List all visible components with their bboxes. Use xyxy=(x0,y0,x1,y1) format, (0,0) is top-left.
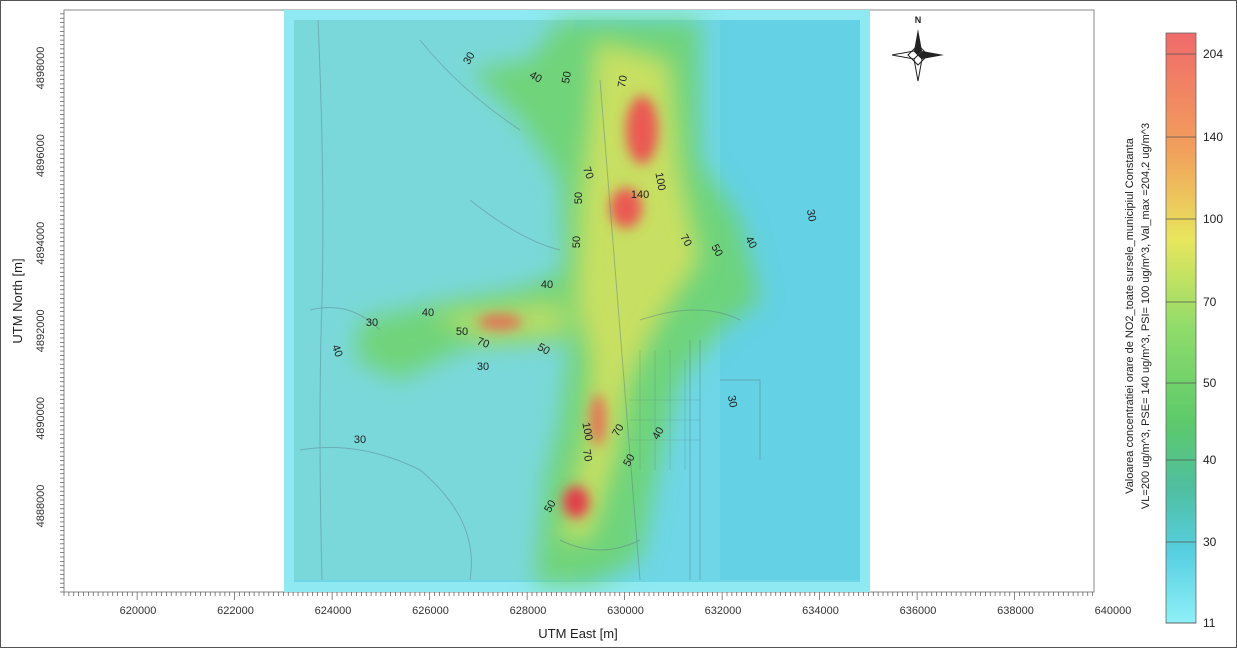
y-tick-label: 4898000 xyxy=(35,47,47,90)
contour-label: 50 xyxy=(560,70,574,84)
contour-label: 40 xyxy=(541,279,553,291)
y-tick-label: 4890000 xyxy=(35,397,47,440)
contour-label: 40 xyxy=(329,343,344,359)
y-tick-label: 4896000 xyxy=(35,134,47,177)
contour-label: 30 xyxy=(477,361,489,373)
colorbar xyxy=(1165,32,1197,624)
contour-label: 70 xyxy=(677,232,694,249)
colorbar-label: 204 xyxy=(1203,47,1223,61)
y-axis-ticks: 4888000 4890000 4892000 4894000 4896000 48980… xyxy=(35,13,64,593)
colorbar-title-line2: VL=200 ug/m^3, PSE= 140 ug/m^3, PSI= 100… xyxy=(1140,123,1152,509)
x-tick-label: 628000 xyxy=(510,605,547,617)
x-tick-label: 640000 xyxy=(1095,605,1132,617)
contour-label: 70 xyxy=(580,448,594,462)
x-axis-title: UTM East [m] xyxy=(538,626,617,641)
x-tick-label: 636000 xyxy=(900,605,937,617)
contour-label: 70 xyxy=(475,335,491,350)
contour-label: 50 xyxy=(456,326,468,338)
colorbar-label: 140 xyxy=(1203,130,1223,144)
x-tick-label: 638000 xyxy=(997,605,1034,617)
contour-label: 140 xyxy=(631,189,649,201)
concentration-raster xyxy=(284,10,870,592)
north-label: N xyxy=(915,15,922,25)
x-tick-label: 622000 xyxy=(217,605,254,617)
contour-label: 40 xyxy=(527,69,544,86)
colorbar-label: 100 xyxy=(1203,212,1223,226)
y-tick-label: 4892000 xyxy=(35,309,47,352)
x-axis-ticks: 620000 622000 624000 626000 628000 630000 6320… xyxy=(63,592,1132,617)
colorbar-title-line1: Valoarea concentratiei orare de NO2_toat… xyxy=(1124,137,1136,494)
colorbar-label: 40 xyxy=(1203,453,1217,467)
colorbar-ticks: 204 140 100 70 50 40 30 11 xyxy=(1166,47,1223,630)
x-tick-label: 634000 xyxy=(802,605,839,617)
contour-label: 30 xyxy=(725,394,739,408)
contour-label: 30 xyxy=(366,317,378,329)
contour-label: 100 xyxy=(579,421,594,441)
contour-label: 50 xyxy=(535,341,552,358)
x-tick-label: 620000 xyxy=(120,605,157,617)
contour-label: 40 xyxy=(422,307,434,319)
x-tick-label: 626000 xyxy=(412,605,449,617)
contour-label: 50 xyxy=(571,236,583,248)
contour-label: 70 xyxy=(580,165,595,181)
contour-label: 30 xyxy=(461,50,478,67)
contour-label: 70 xyxy=(616,74,630,88)
colorbar-label: 50 xyxy=(1203,376,1217,390)
y-axis-title: UTM North [m] xyxy=(10,258,25,343)
colorbar-label: 70 xyxy=(1203,295,1217,309)
x-tick-label: 624000 xyxy=(315,605,352,617)
x-tick-label: 632000 xyxy=(705,605,742,617)
colorbar-label: 30 xyxy=(1203,535,1217,549)
colorbar-label: 11 xyxy=(1203,616,1216,630)
contour-label: 30 xyxy=(354,434,366,446)
contour-label: 70 xyxy=(610,422,627,439)
contour-label: 100 xyxy=(652,171,667,191)
contour-label: 50 xyxy=(621,452,638,469)
x-tick-label: 630000 xyxy=(607,605,644,617)
y-tick-label: 4894000 xyxy=(35,222,47,265)
contour-label: 50 xyxy=(708,242,725,259)
north-arrow-icon: N xyxy=(891,15,944,82)
contour-label: 50 xyxy=(542,498,559,515)
y-tick-label: 4888000 xyxy=(35,485,47,528)
contour-label: 30 xyxy=(804,208,818,222)
contour-label: 50 xyxy=(573,192,585,204)
contour-label: 40 xyxy=(650,425,667,442)
contour-label: 40 xyxy=(742,234,759,251)
